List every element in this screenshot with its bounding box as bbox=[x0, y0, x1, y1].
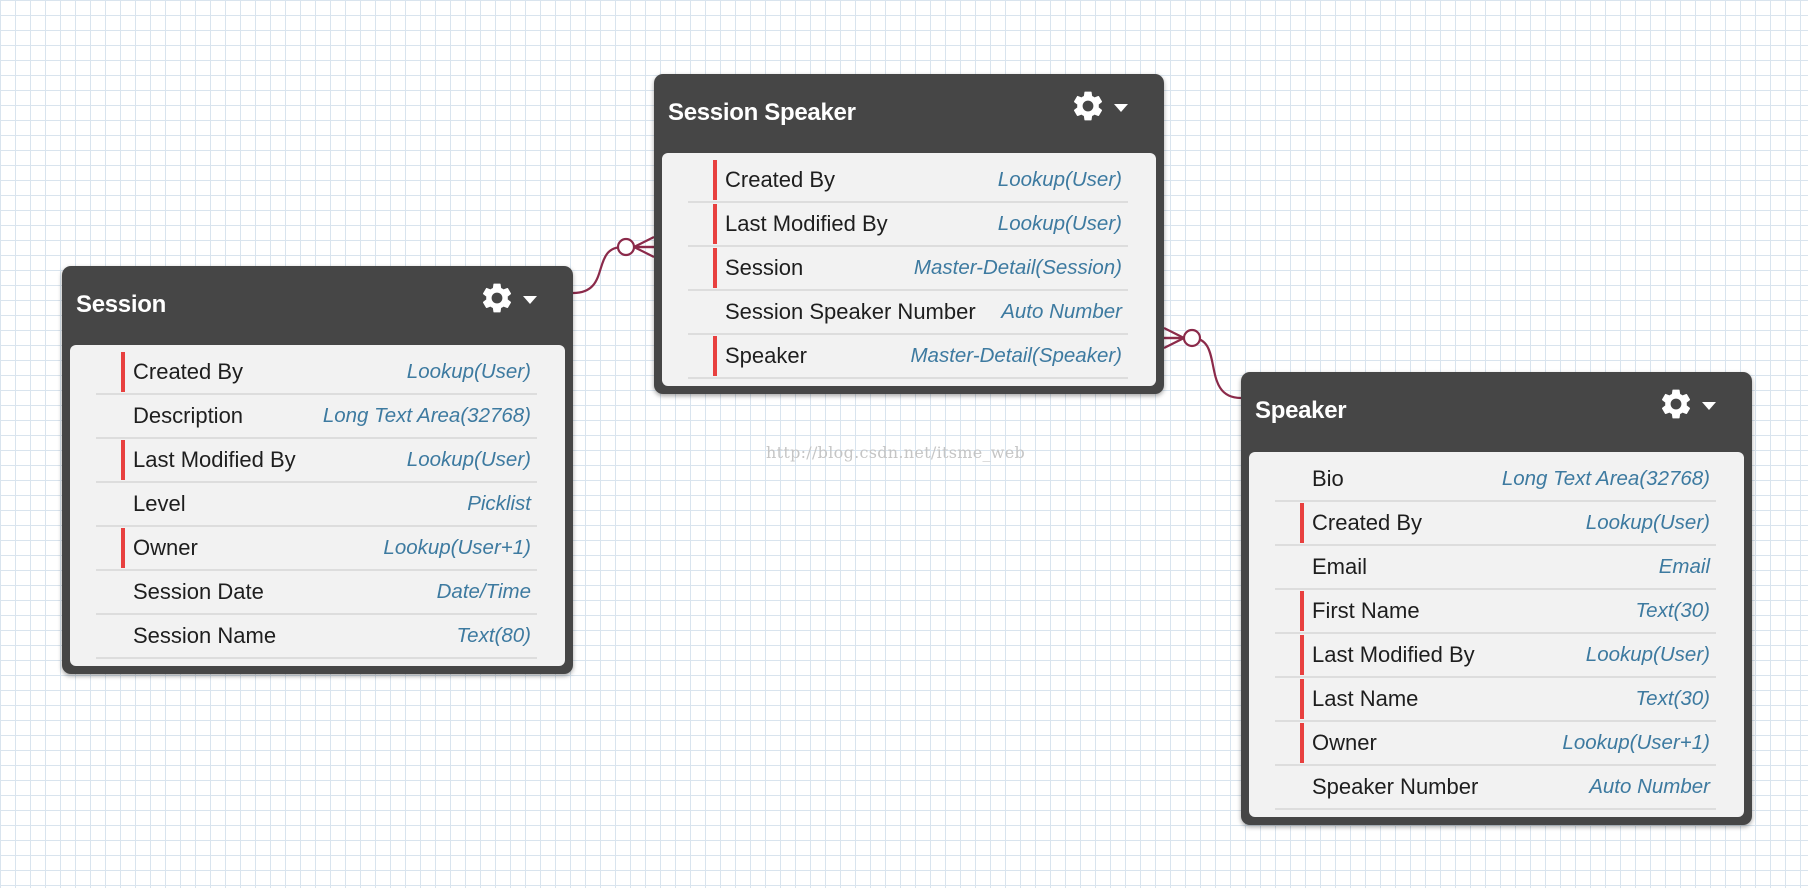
field-row[interactable]: Created By Lookup(User) bbox=[96, 351, 537, 395]
field-label: Level bbox=[133, 491, 186, 516]
field-label: Last Name bbox=[1312, 686, 1419, 711]
field-label: Created By bbox=[133, 359, 244, 384]
object-menu-button[interactable] bbox=[1658, 386, 1718, 422]
caret-down-icon bbox=[1114, 104, 1128, 112]
field-row[interactable]: Description Long Text Area(32768) bbox=[96, 395, 537, 439]
field-row[interactable]: Created By Lookup(User) bbox=[688, 159, 1128, 203]
object-title: Session Speaker bbox=[668, 99, 856, 126]
field-type: Long Text Area(32768) bbox=[322, 404, 531, 427]
field-row[interactable]: Email Email bbox=[1275, 546, 1716, 590]
field-type: Lookup(User+1) bbox=[1562, 731, 1710, 754]
field-list-panel: Created By Lookup(User) Last Modified By Lo… bbox=[662, 153, 1156, 386]
gear-icon bbox=[1661, 389, 1691, 419]
field-list-panel: Bio Long Text Area(32768) Created By Lookup… bbox=[1249, 452, 1744, 817]
watermark-text: http://blog.csdn.net/itsme_web bbox=[766, 443, 1026, 462]
field-label: Owner bbox=[1312, 730, 1377, 755]
field-type: Email bbox=[1658, 555, 1710, 578]
field-label: Speaker Number bbox=[1312, 774, 1479, 799]
field-label: Session Speaker Number bbox=[725, 299, 976, 324]
field-type: Long Text Area(32768) bbox=[1501, 467, 1710, 490]
field-label: Session bbox=[725, 255, 804, 280]
field-label: Owner bbox=[133, 535, 198, 560]
object-menu-button[interactable] bbox=[479, 280, 539, 316]
field-row[interactable]: Session Date Date/Time bbox=[96, 571, 537, 615]
field-row[interactable]: Owner Lookup(User+1) bbox=[1275, 722, 1716, 766]
gear-icon bbox=[1073, 91, 1103, 121]
connector-speaker-to-session-speaker bbox=[1163, 327, 1242, 400]
field-label: Bio bbox=[1312, 466, 1344, 491]
field-type: Date/Time bbox=[436, 580, 531, 603]
field-type: Lookup(User) bbox=[406, 360, 531, 383]
field-type: Lookup(User) bbox=[997, 212, 1122, 235]
field-row[interactable]: Session Name Text(80) bbox=[96, 615, 537, 659]
field-row[interactable]: Speaker Number Auto Number bbox=[1275, 766, 1716, 810]
field-type: Master-Detail(Session) bbox=[913, 256, 1122, 279]
field-type: Auto Number bbox=[1001, 300, 1122, 323]
field-label: First Name bbox=[1312, 598, 1420, 623]
field-list: Bio Long Text Area(32768) Created By Lookup… bbox=[1275, 458, 1716, 810]
field-type: Text(80) bbox=[456, 624, 531, 647]
field-row[interactable]: Session Speaker Number Auto Number bbox=[688, 291, 1128, 335]
field-list-panel: Created By Lookup(User) Description Long Te… bbox=[70, 345, 565, 666]
object-title: Speaker bbox=[1255, 397, 1347, 424]
field-type: Lookup(User) bbox=[406, 448, 531, 471]
field-label: Last Modified By bbox=[133, 447, 296, 472]
object-card-session[interactable]: Session Created By Lookup(User) Descriptio… bbox=[62, 266, 573, 674]
field-label: Last Modified By bbox=[1312, 642, 1475, 667]
object-header-speaker[interactable]: Speaker bbox=[1241, 372, 1752, 438]
field-type: Lookup(User+1) bbox=[383, 536, 531, 559]
object-card-speaker[interactable]: Speaker Bio Long Text Area(32768) Created … bbox=[1241, 372, 1752, 825]
object-header-session-speaker[interactable]: Session Speaker bbox=[654, 74, 1164, 140]
field-row[interactable]: Created By Lookup(User) bbox=[1275, 502, 1716, 546]
field-label: Created By bbox=[1312, 510, 1423, 535]
object-menu-button[interactable] bbox=[1070, 88, 1130, 124]
field-type: Lookup(User) bbox=[1585, 643, 1710, 666]
connector-session-to-session-speaker bbox=[572, 236, 655, 295]
gear-icon bbox=[482, 283, 512, 313]
field-list: Created By Lookup(User) Description Long Te… bbox=[96, 351, 537, 659]
field-type: Lookup(User) bbox=[997, 168, 1122, 191]
field-label: Session Name bbox=[133, 623, 277, 648]
field-row[interactable]: Level Picklist bbox=[96, 483, 537, 527]
caret-down-icon bbox=[523, 296, 537, 304]
field-type: Lookup(User) bbox=[1585, 511, 1710, 534]
field-label: Created By bbox=[725, 167, 836, 192]
field-type: Text(30) bbox=[1635, 599, 1710, 622]
field-label: Speaker bbox=[725, 343, 807, 368]
field-row[interactable]: Owner Lookup(User+1) bbox=[96, 527, 537, 571]
object-title: Session bbox=[76, 291, 166, 318]
field-label: Email bbox=[1312, 554, 1368, 579]
field-type: Text(30) bbox=[1635, 687, 1710, 710]
field-label: Description bbox=[133, 403, 244, 428]
field-row[interactable]: Session Master-Detail(Session) bbox=[688, 247, 1128, 291]
caret-down-icon bbox=[1702, 402, 1716, 410]
field-row[interactable]: Last Modified By Lookup(User) bbox=[96, 439, 537, 483]
field-label: Last Modified By bbox=[725, 211, 888, 236]
field-type: Auto Number bbox=[1589, 775, 1710, 798]
object-header-session[interactable]: Session bbox=[62, 266, 573, 332]
field-type: Picklist bbox=[467, 492, 531, 515]
field-label: Session Date bbox=[133, 579, 264, 604]
field-row[interactable]: Bio Long Text Area(32768) bbox=[1275, 458, 1716, 502]
field-row[interactable]: Speaker Master-Detail(Speaker) bbox=[688, 335, 1128, 379]
field-row[interactable]: Last Modified By Lookup(User) bbox=[688, 203, 1128, 247]
field-row[interactable]: First Name Text(30) bbox=[1275, 590, 1716, 634]
field-row[interactable]: Last Modified By Lookup(User) bbox=[1275, 634, 1716, 678]
field-type: Master-Detail(Speaker) bbox=[910, 344, 1122, 367]
field-list: Created By Lookup(User) Last Modified By Lo… bbox=[688, 159, 1128, 379]
field-row[interactable]: Last Name Text(30) bbox=[1275, 678, 1716, 722]
